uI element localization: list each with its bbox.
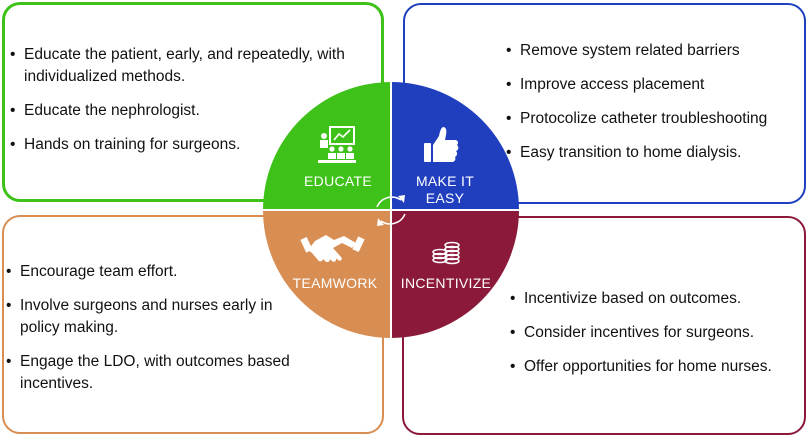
list-item: Remove system related barriers [506,40,806,62]
teamwork-quadrant [263,210,391,338]
list-item: Involve surgeons and nurses early in pol… [6,295,316,339]
list-item: Consider incentives for surgeons. [510,322,806,344]
make-it-easy-label: MAKE IT EASY [400,173,490,207]
list-item: Educate the nephrologist. [10,100,360,122]
list-item: Engage the LDO, with outcomes based ince… [6,351,316,395]
list-item: Educate the patient, early, and repeated… [10,44,360,88]
list-item: Offer opportunities for home nurses. [510,356,806,378]
make-it-easy-points: Remove system related barriers Improve a… [506,40,806,176]
incentivize-points: Incentivize based on outcomes. Consider … [510,288,806,390]
list-item: Hands on training for surgeons. [10,134,360,156]
thumbs-up-icon [424,127,459,162]
cycle-arrows-icon [376,195,406,226]
teamwork-points: Encourage team effort. Involve surgeons … [6,261,316,407]
list-item: Protocolize catheter troubleshooting [506,108,806,130]
make-it-easy-label-line1: MAKE IT [415,173,475,189]
incentivize-quadrant [391,210,519,338]
educate-label: EDUCATE [304,173,372,189]
teacher-presentation-icon [318,126,356,163]
list-item: Improve access placement [506,74,806,96]
teamwork-label: TEAMWORK [292,275,378,291]
incentivize-label: INCENTIVIZE [400,275,492,291]
educate-points: Educate the patient, early, and repeated… [10,44,360,168]
handshake-icon [300,235,365,263]
list-item: Easy transition to home dialysis. [506,142,806,164]
list-item: Incentivize based on outcomes. [510,288,806,310]
coins-icon [432,241,460,265]
list-item: Encourage team effort. [6,261,316,283]
make-it-easy-label-line2: EASY [425,190,465,206]
